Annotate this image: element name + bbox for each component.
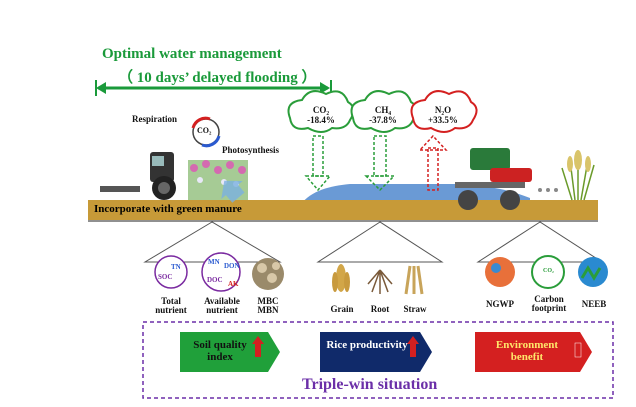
soil-mn-label: MN — [208, 258, 220, 266]
outcome-rice-productivity: Rice productivity — [326, 339, 408, 351]
rice-root-label: Root — [370, 304, 390, 314]
management-title: Optimal water management — [102, 46, 282, 62]
gas-co2-change: -18.4% — [307, 115, 335, 125]
env-carbon-footprint-label: Carbon footprint — [531, 294, 567, 313]
duration-arrow — [95, 80, 332, 96]
soil-available-nutrient-label: Available nutrient — [204, 296, 240, 315]
gas-ch4-change: -37.8% — [369, 115, 397, 125]
outcome-arrows — [180, 332, 592, 372]
gas-ch4-cloud: CH₄ -37.8% — [358, 105, 408, 125]
gas-co2-cloud: CO₂ -18.4% — [296, 105, 346, 125]
rice-grain-label: Grain — [330, 304, 354, 314]
rice-straw-label: Straw — [403, 304, 427, 314]
gas-clouds — [287, 90, 478, 133]
soil-don-label: DON — [224, 262, 240, 270]
transplanter-illustration — [455, 148, 558, 210]
soil-tn-label: TN — [171, 263, 181, 271]
soil-soc-label: SOC — [158, 273, 173, 281]
tractor-illustration — [100, 152, 176, 200]
plant-uptake-arrow — [221, 180, 245, 203]
rice-organ-icons — [332, 264, 424, 295]
respiration-label: Respiration — [132, 114, 177, 124]
environment-icons — [485, 255, 608, 289]
gas-ch4-name: CH₄ — [374, 105, 392, 115]
gas-n2o-name: N₂O — [434, 105, 452, 115]
soil-ak-label: AK — [228, 280, 239, 288]
gas-flux-arrows — [304, 134, 448, 192]
triple-win-box — [142, 321, 614, 399]
env-ngwp-label: NGWP — [486, 299, 514, 309]
outcome-soil-quality: Soil quality index — [193, 339, 247, 363]
gas-n2o-cloud: N₂O +33.5% — [418, 105, 468, 125]
co2-cycle-label: CO₂ — [197, 126, 212, 135]
carbon-co2-icon-text: CO₂ — [543, 268, 554, 274]
soil-indicator-icons — [154, 252, 284, 292]
triple-win-label: Triple-win situation — [302, 376, 438, 393]
soil-total-nutrient-label: Total nutrient — [155, 296, 187, 315]
gas-co2-name: CO₂ — [312, 105, 330, 115]
co2-cycle-icon — [191, 116, 221, 148]
outcome-environment-benefit: Environment benefit — [495, 339, 559, 363]
management-subtitle: （ 10 days’ delayed flooding ） — [118, 70, 317, 86]
soil-mbc-mbn-label: MBC MBN — [257, 296, 279, 315]
gas-n2o-change: +33.5% — [428, 115, 458, 125]
soil-doc-label: DOC — [207, 276, 223, 284]
env-neeb-label: NEEB — [581, 299, 607, 309]
ground-label: Incorporate with green manure — [94, 203, 242, 215]
rice-plant-icon — [561, 150, 595, 201]
photosynthesis-label: Photosynthesis — [222, 145, 280, 155]
